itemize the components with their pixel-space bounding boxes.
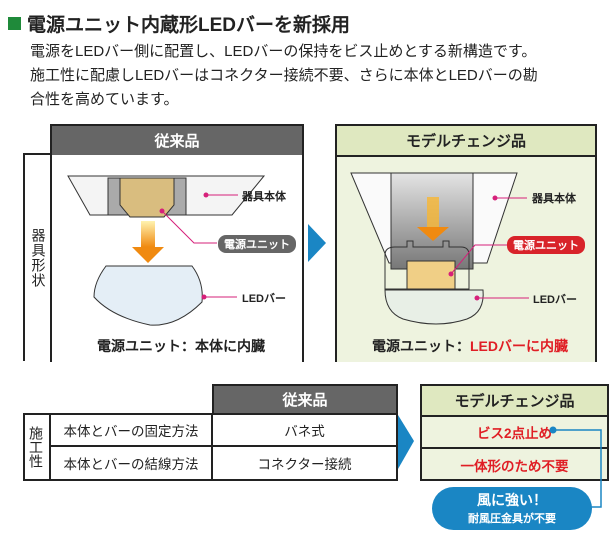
row-conventional-value: バネ式 bbox=[213, 415, 396, 447]
arrow-right-icon bbox=[308, 224, 326, 262]
caption-value: LEDバーに内臓 bbox=[470, 338, 568, 354]
conventional-panel: 従来品 器具本体 電源ユニット LEDバー 電源ユニット：本体に内臓 bbox=[50, 124, 304, 362]
intro-line: 合性を高めています。 bbox=[30, 91, 179, 108]
row-model-change-value: ビス2点止め bbox=[422, 417, 607, 449]
caption-prefix: 電源ユニット： bbox=[372, 338, 470, 354]
row-model-change-value: 一体形のため不要 bbox=[460, 459, 569, 474]
unit-label: 電源ユニット bbox=[218, 235, 296, 253]
title-text: 電源ユニット内蔵形LEDバーを新採用 bbox=[27, 15, 351, 36]
conventional-diagram bbox=[67, 175, 266, 326]
model-change-panel: モデルチェンジ品 器具本体 電源ユニット LEDバー 電源ユニット：LEDバーに… bbox=[335, 124, 597, 362]
callout-line2: 耐風圧金具が不要 bbox=[468, 513, 556, 525]
intro-line: 電源をLEDバー側に配置し、LEDバーの保持をビス止めとする新構造です。 bbox=[30, 43, 537, 60]
model-change-diagram bbox=[350, 172, 529, 325]
table-conventional-header: 従来品 bbox=[212, 384, 398, 415]
unit-label: 電源ユニット bbox=[507, 236, 585, 254]
bar-label: LEDバー bbox=[533, 294, 577, 306]
side-label-text: 器具形状 bbox=[30, 228, 47, 288]
callout-connector bbox=[549, 426, 602, 508]
row-label: 本体とバーの結線方法 bbox=[51, 447, 213, 479]
body-label: 器具本体 bbox=[242, 191, 286, 203]
row-conventional-value: コネクター接続 bbox=[257, 457, 352, 472]
table-model-change-header: モデルチェンジ品 bbox=[422, 386, 607, 417]
construction-table bbox=[23, 413, 398, 481]
model-change-header: モデルチェンジ品 bbox=[337, 126, 595, 157]
row-label: 本体とバーの固定方法 bbox=[51, 415, 213, 447]
section-title: 電源ユニット内蔵形LEDバーを新採用 bbox=[8, 10, 350, 37]
arrow-right-icon bbox=[398, 415, 414, 469]
intro-line: 施工性に配慮しLEDバーはコネクター接続不要、さらに本体とLEDバーの勘 bbox=[30, 67, 538, 84]
model-change-table: モデルチェンジ品 ビス2点止め 一体形のため不要 bbox=[420, 384, 609, 481]
intro-text: 電源をLEDバー側に配置し、LEDバーの保持をビス止めとする新構造です。 施工性… bbox=[30, 40, 610, 112]
model-change-caption: 電源ユニット：LEDバーに内臓 bbox=[372, 336, 568, 356]
table-side-label: 施工性 bbox=[23, 413, 51, 481]
caption-value: 本体に内臓 bbox=[195, 338, 265, 354]
side-label-text: 施工性 bbox=[28, 426, 44, 468]
caption-prefix: 電源ユニット： bbox=[97, 338, 195, 354]
wind-callout: 風に強い！ 耐風圧金具が不要 bbox=[432, 487, 592, 530]
shape-side-label: 器具形状 bbox=[23, 153, 52, 361]
conventional-header: 従来品 bbox=[52, 126, 302, 155]
bar-label: LEDバー bbox=[242, 293, 286, 305]
callout-line1: 風に強い！ bbox=[477, 492, 547, 508]
body-label: 器具本体 bbox=[532, 193, 576, 205]
green-square-icon bbox=[8, 17, 21, 30]
conventional-caption: 電源ユニット：本体に内臓 bbox=[97, 336, 265, 356]
